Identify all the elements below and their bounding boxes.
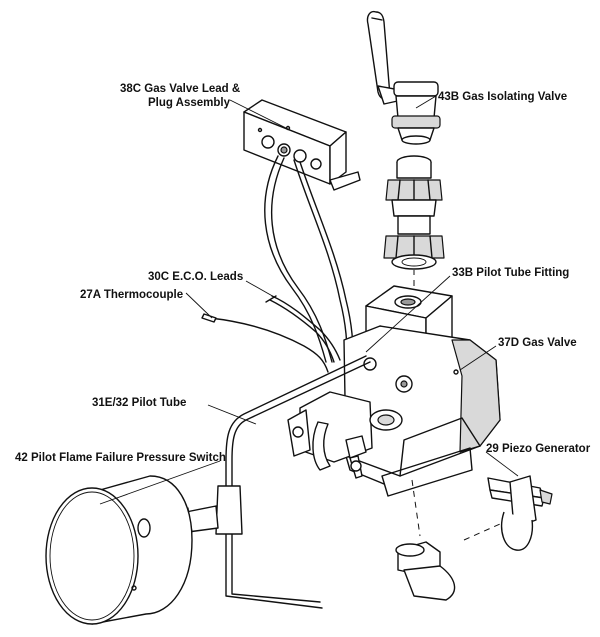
gas-valve-lead-plug-assembly xyxy=(243,99,361,191)
assembly-lines xyxy=(411,270,501,541)
label-gas-valve: 37D Gas Valve xyxy=(498,337,577,349)
pilot-tube xyxy=(225,355,371,609)
union-fitting xyxy=(383,155,445,270)
pilot-tube-fitting-part xyxy=(395,541,456,601)
label-pilot-tube: 31E/32 Pilot Tube xyxy=(92,397,186,409)
label-gas-isolating-valve: 43B Gas Isolating Valve xyxy=(438,91,567,103)
label-pressure-switch: 42 Pilot Flame Failure Pressure Switch xyxy=(15,452,226,464)
label-plug-assembly: Plug Assembly xyxy=(148,97,231,109)
pilot-flame-failure-pressure-switch xyxy=(45,475,193,625)
thermocouple xyxy=(201,313,329,373)
label-gas-valve-lead: 38C Gas Valve Lead & xyxy=(120,83,240,95)
label-pilot-tube-fitting: 33B Pilot Tube Fitting xyxy=(452,267,569,279)
label-piezo-generator: 29 Piezo Generator xyxy=(486,443,591,455)
piezo-generator xyxy=(487,475,553,551)
label-eco-leads: 30C E.C.O. Leads xyxy=(148,271,243,283)
label-thermocouple: 27A Thermocouple xyxy=(80,289,183,301)
callout-labels: 38C Gas Valve Lead & Plug Assembly 43B G… xyxy=(15,83,591,464)
leader-lines xyxy=(99,95,519,505)
gas-isolating-valve xyxy=(366,10,441,145)
gas-valve xyxy=(287,285,501,497)
